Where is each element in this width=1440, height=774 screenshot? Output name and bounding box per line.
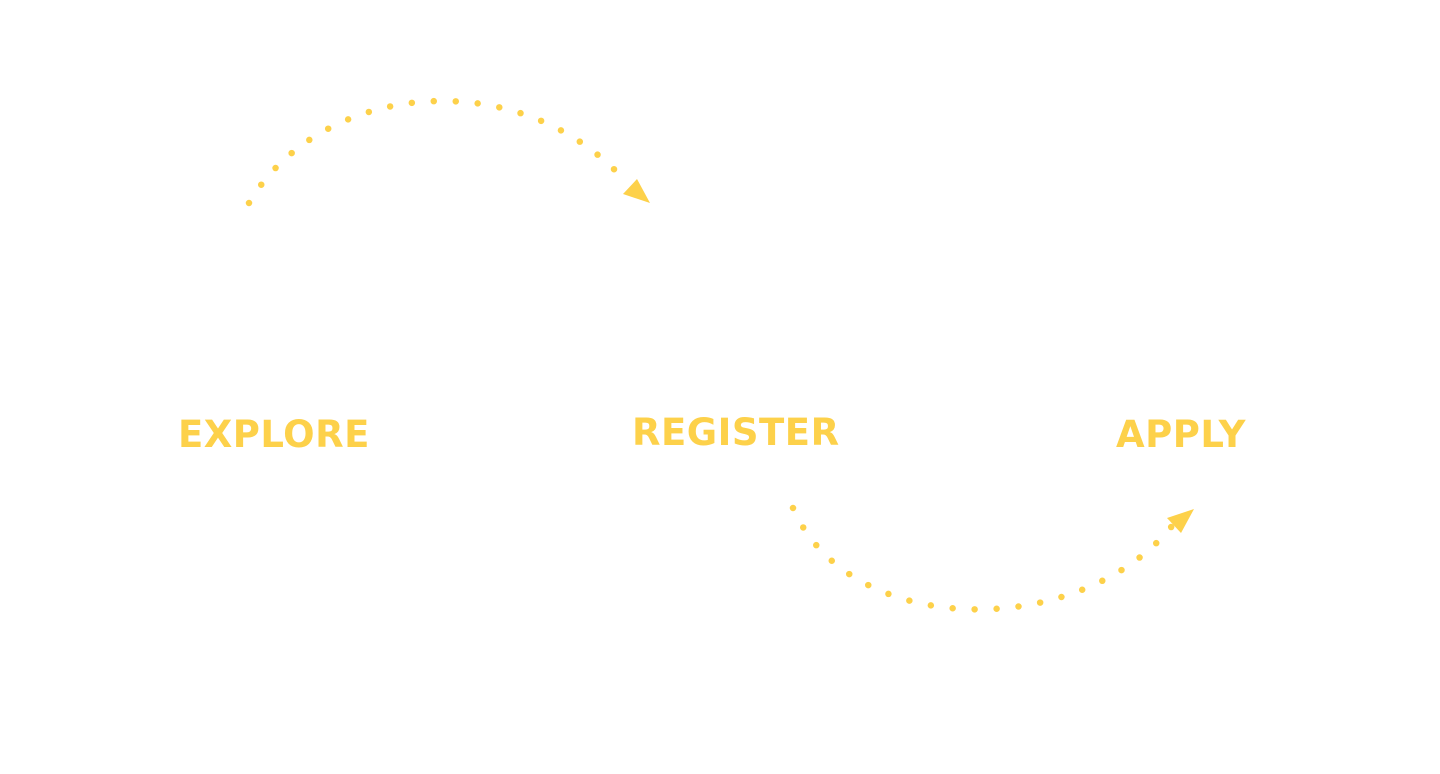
connector-explore-register bbox=[245, 97, 632, 207]
step-label-apply: APPLY bbox=[1116, 413, 1246, 456]
step-label-register: REGISTER bbox=[632, 411, 840, 454]
step-label-explore: EXPLORE bbox=[178, 413, 370, 456]
arrowhead-explore-register-icon bbox=[623, 179, 650, 203]
connector-register-apply bbox=[789, 504, 1176, 613]
arrowhead-register-apply-icon bbox=[1167, 509, 1194, 533]
